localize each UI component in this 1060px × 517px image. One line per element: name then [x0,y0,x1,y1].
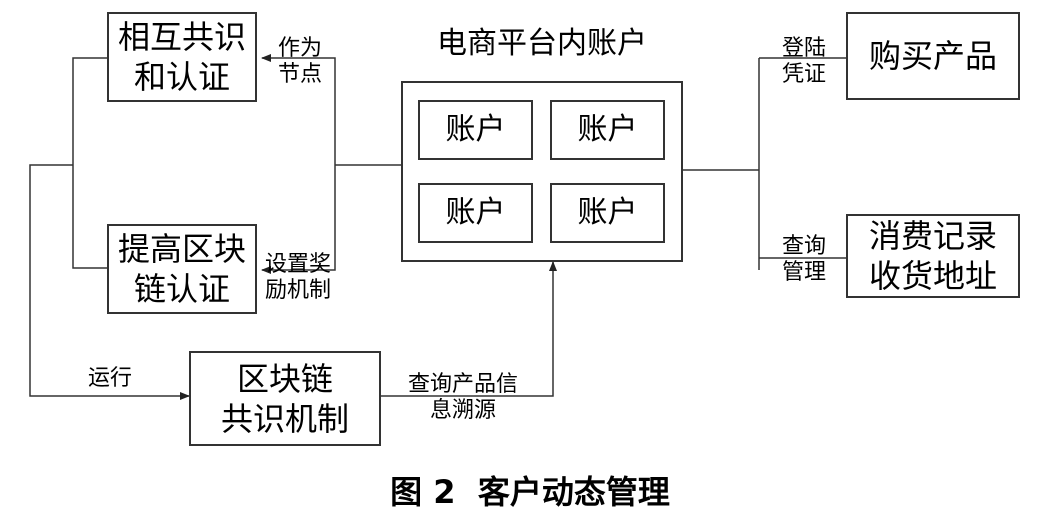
records-address-box: 消费记录 收货地址 [846,214,1020,298]
improve-auth-box: 提高区块 链认证 [107,224,257,314]
buy-products-box: 购买产品 [846,12,1020,100]
account-box-1: 账户 [418,100,533,160]
reward-line [261,165,336,274]
as-node-line [261,54,336,165]
query-trace-line [381,261,557,397]
run-line [29,164,190,400]
consensus-auth-box: 相互共识 和认证 [107,12,257,102]
account-box-2: 账户 [550,100,665,160]
label-reward-mechanism: 设置奖 励机制 [264,252,331,303]
left-bracket-line [72,57,107,269]
platform-title: 电商平台内账户 [437,26,647,61]
label-run: 运行 [87,366,132,391]
account-box-3: 账户 [418,183,533,243]
label-query-trace: 查询产品信 息溯源 [407,372,518,423]
platform-container: 账户 账户 账户 账户 [401,81,683,262]
label-as-node: 作为 节点 [277,36,322,87]
figure-caption: 图 2 客户动态管理 [390,473,670,511]
blockchain-consensus-box: 区块链 共识机制 [189,351,381,446]
account-box-4: 账户 [550,183,665,243]
label-query-manage: 查询 管理 [781,234,826,285]
label-login-credentials: 登陆 凭证 [781,36,826,87]
